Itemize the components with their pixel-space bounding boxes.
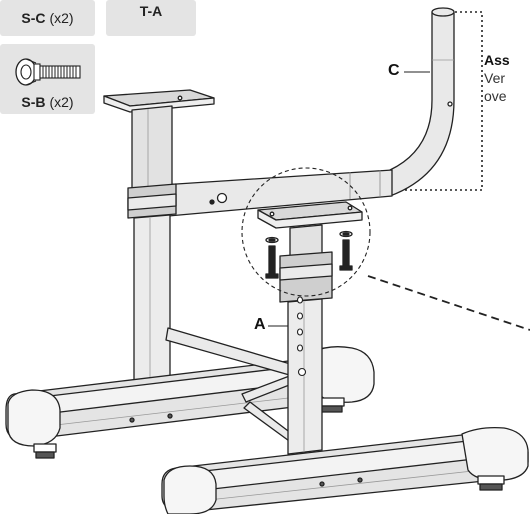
part-label-sb: S-B (x2) [0, 94, 95, 110]
part-code-sb: S-B [21, 94, 46, 110]
part-card-sb: S-B (x2) [0, 44, 95, 114]
step-text-line-2: ove [484, 88, 507, 104]
part-qty-sb: (x2) [49, 94, 74, 110]
screw-left [265, 236, 279, 279]
part-card-sc: S-C (x2) [0, 0, 95, 36]
left-foot-cap-front [7, 389, 61, 447]
part-label-sc: S-C (x2) [0, 10, 95, 26]
detail-circle [241, 167, 371, 297]
callout-a: A [254, 316, 266, 333]
part-qty-sc: (x2) [49, 10, 74, 26]
screw-right [339, 230, 353, 271]
part-label-ta: T-A [106, 3, 196, 19]
crossbar-hole [216, 192, 228, 204]
left-lower-column [133, 214, 171, 383]
right-foot-cap-front [163, 465, 217, 514]
height-adjust-holes [296, 296, 307, 377]
guide-dotted-outline [400, 11, 483, 191]
callout-c: C [388, 62, 400, 79]
step-text-line-1: Ver [484, 70, 506, 86]
step-title: Ass [484, 52, 510, 68]
right-leveler-back [477, 475, 505, 491]
right-foot-cap-back [461, 426, 529, 481]
part-card-ta: T-A [106, 0, 196, 36]
part-code-ta: T-A [139, 3, 163, 19]
detail-leader [367, 275, 530, 331]
part-code-sc: S-C [21, 10, 46, 26]
right-lower-column [287, 298, 323, 455]
bolt-icon [15, 58, 81, 86]
crossbar-c-upright [389, 11, 455, 197]
left-leveler-front [33, 443, 57, 459]
left-upper-column [131, 105, 173, 191]
